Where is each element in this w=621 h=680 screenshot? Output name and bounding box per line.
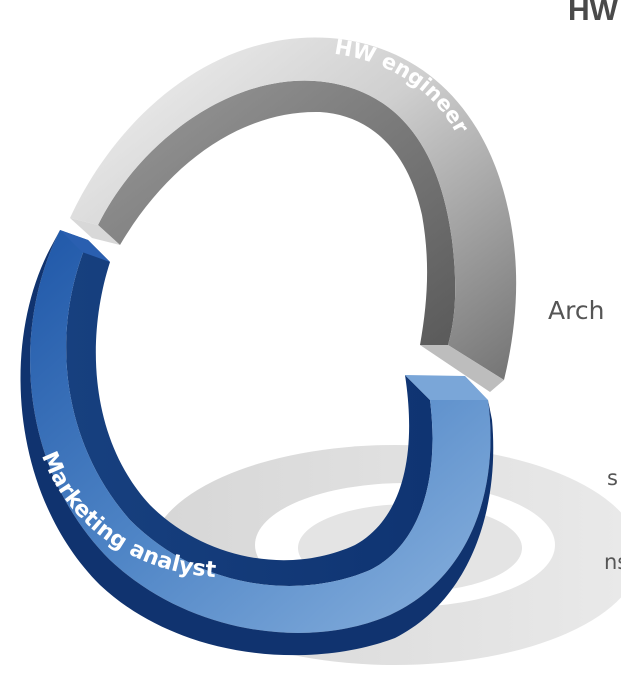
left-label-fragment-1: s	[607, 466, 618, 490]
hw-heading-fragment: HW	[568, 0, 618, 27]
hw-engineer-segment	[70, 37, 517, 392]
left-label-fragment-2: ns	[604, 550, 621, 574]
marketing-analyst-segment	[20, 230, 494, 656]
architect-label-fragment: Arch	[548, 296, 605, 325]
